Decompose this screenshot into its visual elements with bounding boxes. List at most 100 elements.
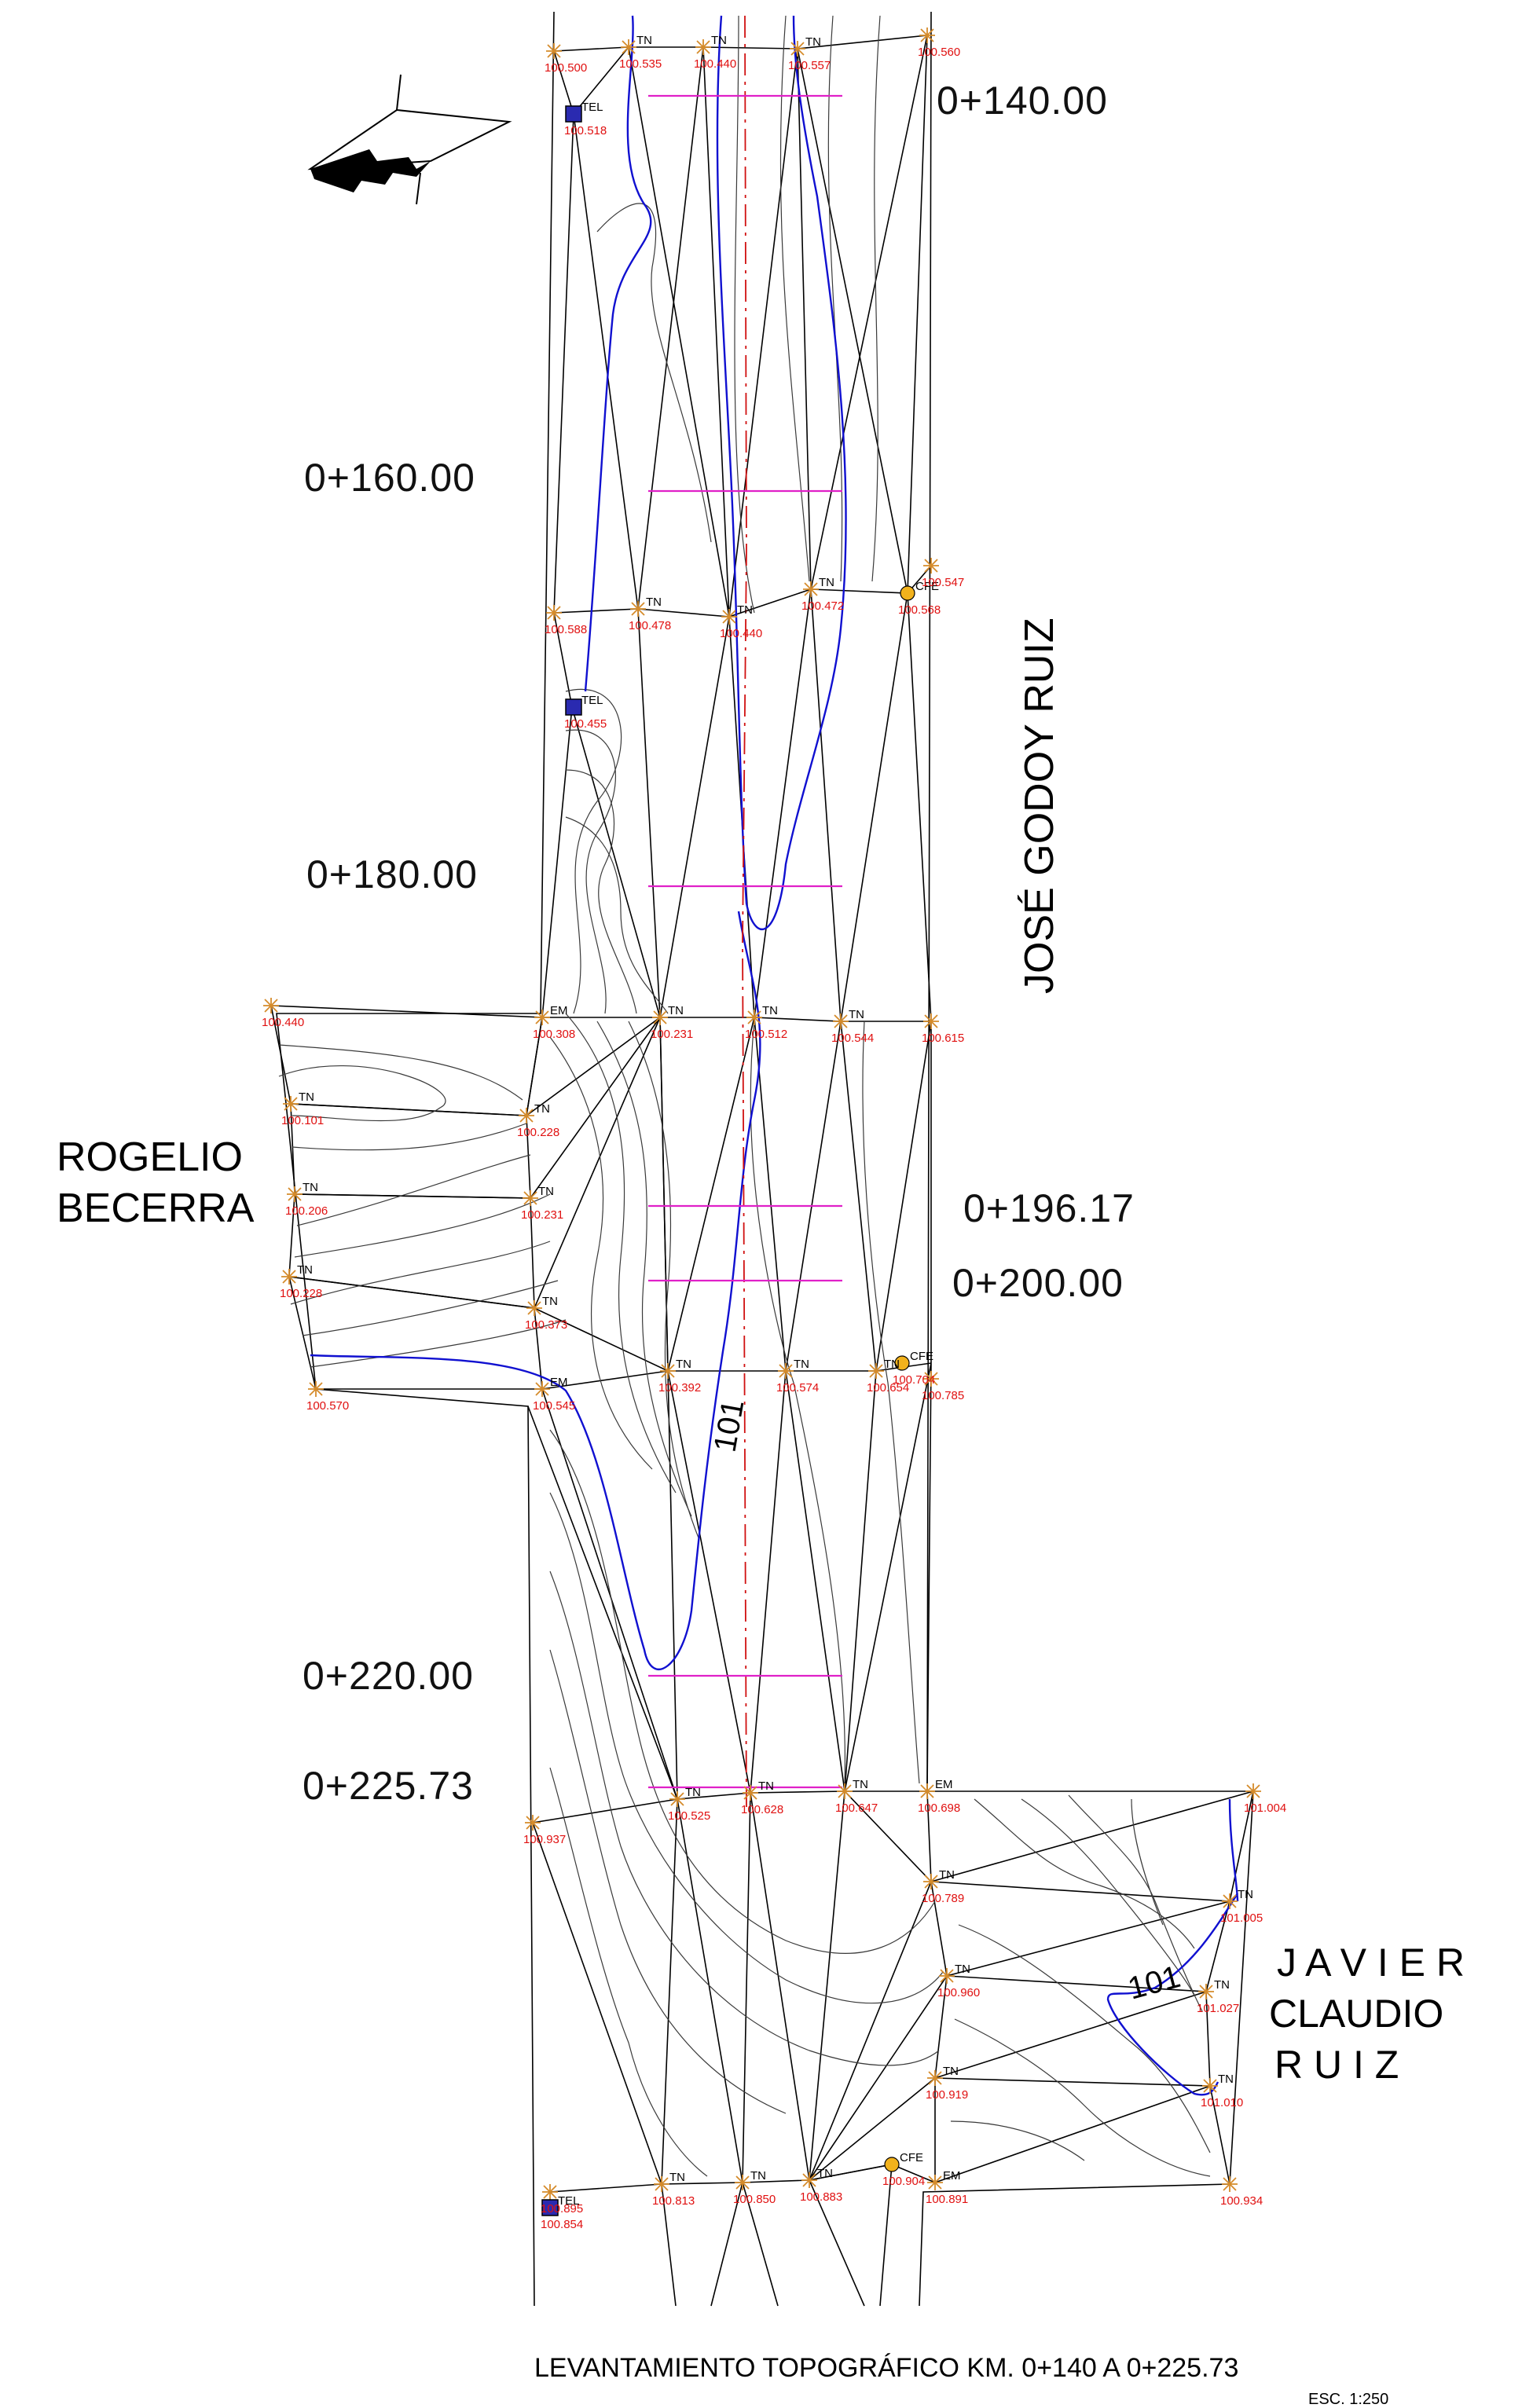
point-elevation-label: 100.891 <box>926 2193 968 2206</box>
survey-point-icon <box>735 2175 750 2190</box>
point-elevation-label: 100.895 <box>541 2202 583 2216</box>
survey-point-icon <box>525 1815 541 1831</box>
survey-point-icon <box>308 1381 324 1397</box>
point-elevation-label: 100.373 <box>525 1318 567 1332</box>
point-elevation-label: 100.392 <box>658 1381 701 1395</box>
street-name-bottom-line: CLAUDIO <box>1269 1992 1443 2036</box>
utility-pole-icon <box>884 2157 900 2172</box>
survey-point-icon <box>919 1783 935 1799</box>
point-code-label: TN <box>534 1102 550 1116</box>
point-code-label: TN <box>685 1786 701 1799</box>
station-label: 0+180.00 <box>306 852 478 896</box>
station-label: 0+220.00 <box>303 1654 474 1698</box>
point-elevation-label: 100.228 <box>517 1126 559 1139</box>
point-elevation-label: 100.960 <box>937 1986 980 1999</box>
survey-point-icon <box>523 1190 538 1206</box>
point-elevation-label: 100.615 <box>922 1032 964 1045</box>
point-elevation-label: 100.628 <box>741 1803 783 1816</box>
point-elevation-label: 100.231 <box>651 1028 693 1041</box>
point-code-label: TN <box>646 596 662 609</box>
point-code-label: TEL <box>581 694 603 707</box>
survey-point-icon <box>652 1010 668 1025</box>
survey-point-icon <box>281 1269 297 1285</box>
point-code-label: TN <box>1214 1978 1230 1992</box>
point-code-label: TN <box>943 2065 959 2078</box>
survey-point-icon <box>833 1013 849 1029</box>
point-code-label: TN <box>303 1181 318 1194</box>
point-code-label: TN <box>762 1004 778 1017</box>
station-label: 0+160.00 <box>304 456 475 500</box>
point-elevation-label: 100.545 <box>533 1399 575 1413</box>
point-elevation-label: 100.547 <box>922 576 964 589</box>
tin-network <box>270 35 1255 2307</box>
point-code-label: CFE <box>915 580 939 593</box>
point-elevation-label: 100.455 <box>564 717 607 731</box>
station-labels: 0+140.00 0+160.00 0+180.00 0+196.17 0+20… <box>303 79 1135 1808</box>
street-name-left: ROGELIO BECERRA <box>57 1134 255 1231</box>
survey-point-markers <box>263 27 1261 2216</box>
point-elevation-label: 100.228 <box>280 1287 322 1300</box>
point-elevation-label: 100.231 <box>521 1208 563 1222</box>
point-code-label: TN <box>750 2169 766 2183</box>
point-elevation-label: 100.854 <box>541 2218 583 2231</box>
point-code-label: TN <box>1238 1888 1253 1901</box>
point-elevation-label: 100.101 <box>281 1114 324 1127</box>
point-code-label: TN <box>299 1090 314 1104</box>
point-code-label: TN <box>853 1778 868 1791</box>
point-elevation-label: 100.883 <box>800 2190 842 2204</box>
survey-point-icon <box>654 2176 669 2192</box>
point-elevation-label: 100.919 <box>926 2088 968 2102</box>
point-elevation-label: 100.698 <box>918 1801 960 1815</box>
telephone-box-icon <box>541 2199 559 2216</box>
survey-point-icon <box>534 1381 550 1397</box>
point-elevation-label: 100.654 <box>867 1381 909 1395</box>
point-code-label: TN <box>711 34 727 47</box>
survey-point-icon <box>542 2184 558 2200</box>
survey-point-icon <box>803 581 819 597</box>
point-code-label: TN <box>1218 2073 1234 2086</box>
survey-point-icon <box>746 1010 762 1025</box>
station-label: 0+196.17 <box>963 1186 1135 1230</box>
point-code-label: TN <box>805 35 821 49</box>
point-code-label: TN <box>636 34 652 47</box>
point-code-label: TN <box>668 1004 684 1017</box>
survey-point-icon <box>1222 2176 1238 2192</box>
point-elevation-label: 100.308 <box>533 1028 575 1041</box>
survey-point-icon <box>837 1783 853 1799</box>
survey-point-icon <box>801 2172 817 2188</box>
point-code-label: TN <box>758 1779 774 1793</box>
contour-lines <box>278 15 1211 2177</box>
station-label: 0+225.73 <box>303 1764 474 1808</box>
survey-point-icon <box>1202 2078 1218 2094</box>
point-elevation-label: 100.568 <box>898 603 941 617</box>
point-elevation-label: 100.570 <box>306 1399 349 1413</box>
point-code-label: TN <box>884 1358 900 1371</box>
survey-point-icon <box>546 43 562 59</box>
survey-point-icon <box>923 558 939 574</box>
point-elevation-label: 100.934 <box>1220 2194 1263 2208</box>
survey-point-icon <box>287 1186 303 1202</box>
point-elevation-label: 100.574 <box>776 1381 819 1395</box>
point-code-label: TN <box>819 576 834 589</box>
survey-point-icon <box>534 1010 550 1025</box>
point-elevation-label: 101.004 <box>1244 1801 1286 1815</box>
point-code-label: TEL <box>558 2194 580 2208</box>
telephone-box-icon <box>565 698 582 716</box>
telephone-box-icon <box>565 105 582 123</box>
point-code-label: TN <box>297 1263 313 1277</box>
point-code-label: EM <box>550 1376 568 1389</box>
point-code-label: TN <box>939 1868 955 1882</box>
utility-pole-icon <box>894 1355 910 1371</box>
station-label: 0+200.00 <box>952 1261 1124 1305</box>
point-code-label: TN <box>794 1358 809 1371</box>
survey-point-icon <box>630 601 646 617</box>
survey-point-icon <box>526 1300 542 1316</box>
point-code-label: TN <box>817 2167 833 2180</box>
point-elevation-label: 100.500 <box>545 61 587 75</box>
north-arrow-icon <box>307 74 512 205</box>
street-name-bottom-right: J A V I E R CLAUDIO R U I Z <box>1269 1941 1465 2087</box>
survey-point-icon <box>546 605 562 621</box>
survey-point-icon <box>695 39 711 55</box>
survey-point-icon <box>923 1013 939 1029</box>
